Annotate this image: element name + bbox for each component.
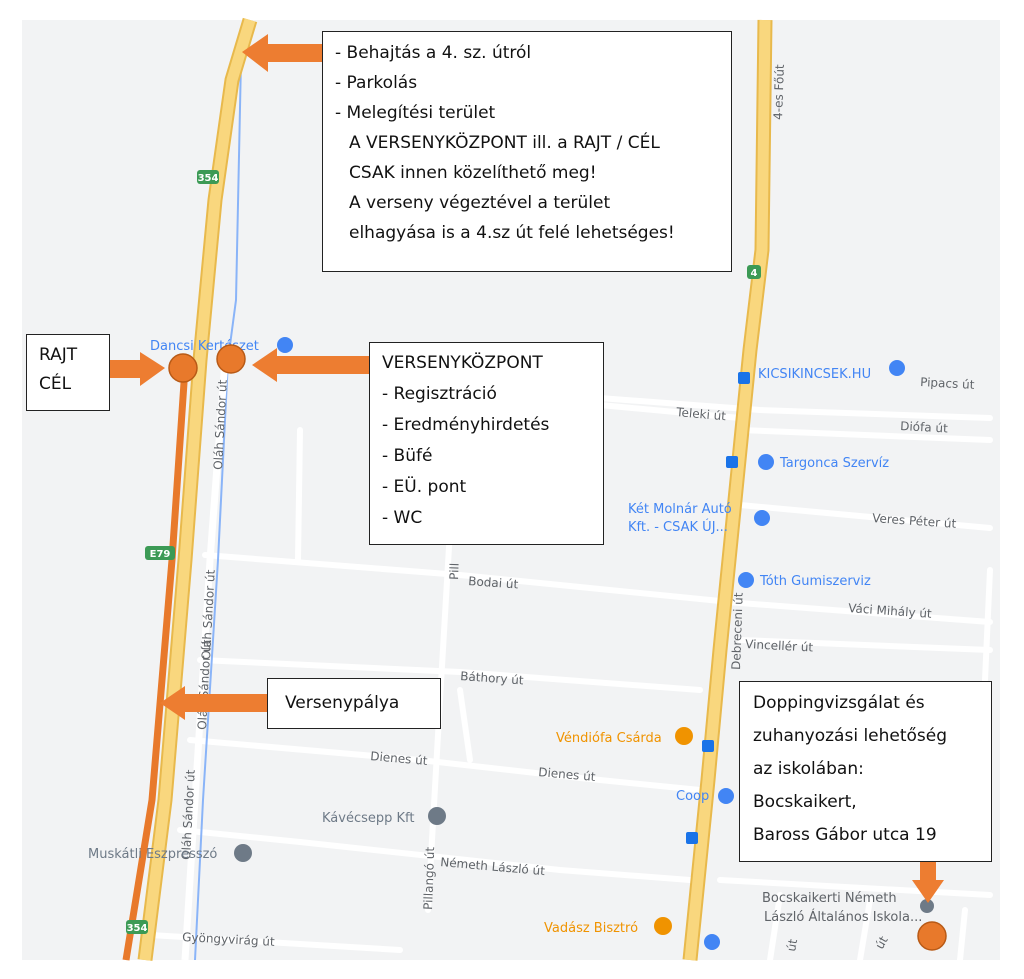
street-label-vaci: Váci Mihály út [848, 601, 933, 621]
poi-kicsikincsek[interactable]: KICSIKINCSEK.HU [758, 367, 871, 382]
street-label-s-ut-1: út [784, 938, 800, 953]
race-center-item-3: - Büfé [382, 446, 433, 466]
race-route[interactable] [122, 367, 189, 961]
entry-line-1: - Behajtás a 4. sz. útról [335, 43, 532, 63]
kicsikincsek-pin-icon[interactable] [889, 360, 905, 376]
road-shield-354: 354 [197, 170, 219, 184]
minor-streets [147, 392, 993, 963]
school-pin-icon[interactable] [920, 899, 934, 913]
road-shield-4: 4 [747, 265, 761, 279]
school-arrow [912, 860, 944, 903]
street-label-debreceni: Debreceni út [729, 592, 746, 670]
street-label-pillango-2: Pillangó út [421, 846, 437, 910]
poi-ket-molnar-2[interactable]: Kft. - CSAK ÚJ... [628, 519, 728, 535]
race-center-marker[interactable] [216, 344, 246, 374]
dancsi-pin-icon[interactable] [277, 337, 293, 353]
entry-line-3: - Melegítési terület [335, 103, 496, 123]
race-center-title: VERSENYKÖZPONT [382, 353, 543, 373]
poi-vendiofa[interactable]: Véndiófa Csárda [556, 731, 662, 746]
svg-text:354: 354 [198, 173, 219, 184]
poi-targonca[interactable]: Targonca Szervíz [779, 456, 889, 471]
entry-arrow [242, 34, 323, 72]
transit-icons [686, 372, 750, 844]
doping-line-4: Bocskaikert, [753, 792, 857, 812]
street-label-veres: Veres Péter út [872, 511, 957, 531]
race-track-label: Versenypálya [285, 693, 400, 713]
street-label-bodai: Bodai út [468, 574, 519, 591]
doping-line-3: az iskolában: [753, 759, 864, 779]
coop-pin-icon[interactable] [718, 788, 734, 804]
olah-sandor-road [181, 359, 229, 961]
race-center-item-4: - EÜ. pont [382, 477, 467, 497]
race-center-item-5: - WC [382, 508, 423, 528]
muskatli-pin-icon[interactable] [234, 844, 252, 862]
vadasz-area-pin-icon [704, 934, 720, 950]
poi-toth[interactable]: Tóth Gumiszerviz [759, 574, 871, 589]
race-center-item-2: - Eredményhirdetés [382, 415, 550, 435]
poi-coop[interactable]: Coop [676, 789, 709, 804]
kavecsepp-pin-icon[interactable] [428, 807, 446, 825]
road-shield-354-bottom: 354 [126, 920, 148, 934]
ket-molnar-pin-icon[interactable] [754, 510, 770, 526]
road-shield-e79: E79 [145, 546, 175, 560]
start-finish-marker[interactable] [168, 353, 198, 383]
street-label-bathory: Báthory út [460, 669, 525, 687]
finish-label: CÉL [39, 374, 72, 394]
race-center-arrow [252, 348, 370, 382]
street-label-pipacs: Pipacs út [920, 375, 975, 392]
street-label-diofa: Diófa út [900, 419, 949, 435]
poi-muskatli[interactable]: Muskátli Eszpresszó [88, 847, 217, 862]
toth-pin-icon[interactable] [738, 572, 754, 588]
callout-doping: Doppingvizsgálat és zuhanyozási lehetősé… [739, 681, 992, 862]
doping-line-2: zuhanyozási lehetőség [753, 726, 948, 746]
svg-text:E79: E79 [150, 549, 171, 560]
svg-text:354: 354 [127, 923, 148, 934]
street-label-olah-1: Oláh Sándor út [211, 379, 230, 470]
street-label-gyongyvirag: Gyöngyvirág út [182, 930, 275, 949]
poi-vadasz[interactable]: Vadász Bisztró [544, 921, 638, 936]
entry-line-5: CSAK innen közelíthető meg! [349, 163, 597, 183]
entry-line-2: - Parkolás [335, 73, 418, 93]
street-label-dienes-2: Dienes út [538, 765, 597, 784]
race-track-arrow [160, 686, 268, 720]
entry-line-7: elhagyása is a 4.sz út felé lehetséges! [349, 223, 675, 243]
street-label-olah-2: Oláh Sándor út [199, 569, 218, 660]
poi-school-1[interactable]: Bocskaikerti Németh [762, 891, 897, 906]
poi-kavecsepp[interactable]: Kávécsepp Kft [322, 811, 414, 826]
street-label-4es-fout: 4-es Főút [771, 64, 787, 120]
school-marker[interactable] [917, 921, 947, 951]
doping-line-5: Baross Gábor utca 19 [753, 825, 937, 845]
street-label-olah-4: Oláh Sándor út [179, 769, 198, 860]
callout-race-center: VERSENYKÖZPONT - Regisztráció - Eredmény… [369, 342, 604, 545]
targonca-pin-icon[interactable] [758, 454, 774, 470]
street-label-pillango-1: Pill [447, 563, 462, 580]
street-label-vinceller: Vincellér út [745, 637, 814, 655]
vendiofa-restaurant-icon[interactable] [675, 727, 693, 745]
canal-line [194, 59, 242, 961]
callout-entry: - Behajtás a 4. sz. útról - Parkolás - M… [322, 31, 732, 272]
street-label-dienes-1: Dienes út [370, 749, 429, 768]
race-center-item-1: - Regisztráció [382, 384, 497, 404]
entry-line-6: A verseny végeztével a terület [349, 193, 611, 213]
callout-start-finish: RAJT CÉL [26, 334, 110, 411]
callout-race-track: Versenypálya [267, 678, 441, 729]
doping-line-1: Doppingvizsgálat és [753, 693, 925, 713]
start-label: RAJT [39, 345, 78, 365]
start-finish-arrow [110, 352, 165, 386]
poi-ket-molnar-1[interactable]: Két Molnár Autó [628, 502, 732, 517]
entry-line-4: A VERSENYKÖZPONT ill. a RAJT / CÉL [349, 133, 660, 153]
svg-text:4: 4 [751, 268, 758, 279]
vadasz-restaurant-icon[interactable] [654, 917, 672, 935]
street-label-teleki: Teleki út [675, 405, 727, 423]
poi-school-2[interactable]: László Általános Iskola... [764, 909, 922, 925]
